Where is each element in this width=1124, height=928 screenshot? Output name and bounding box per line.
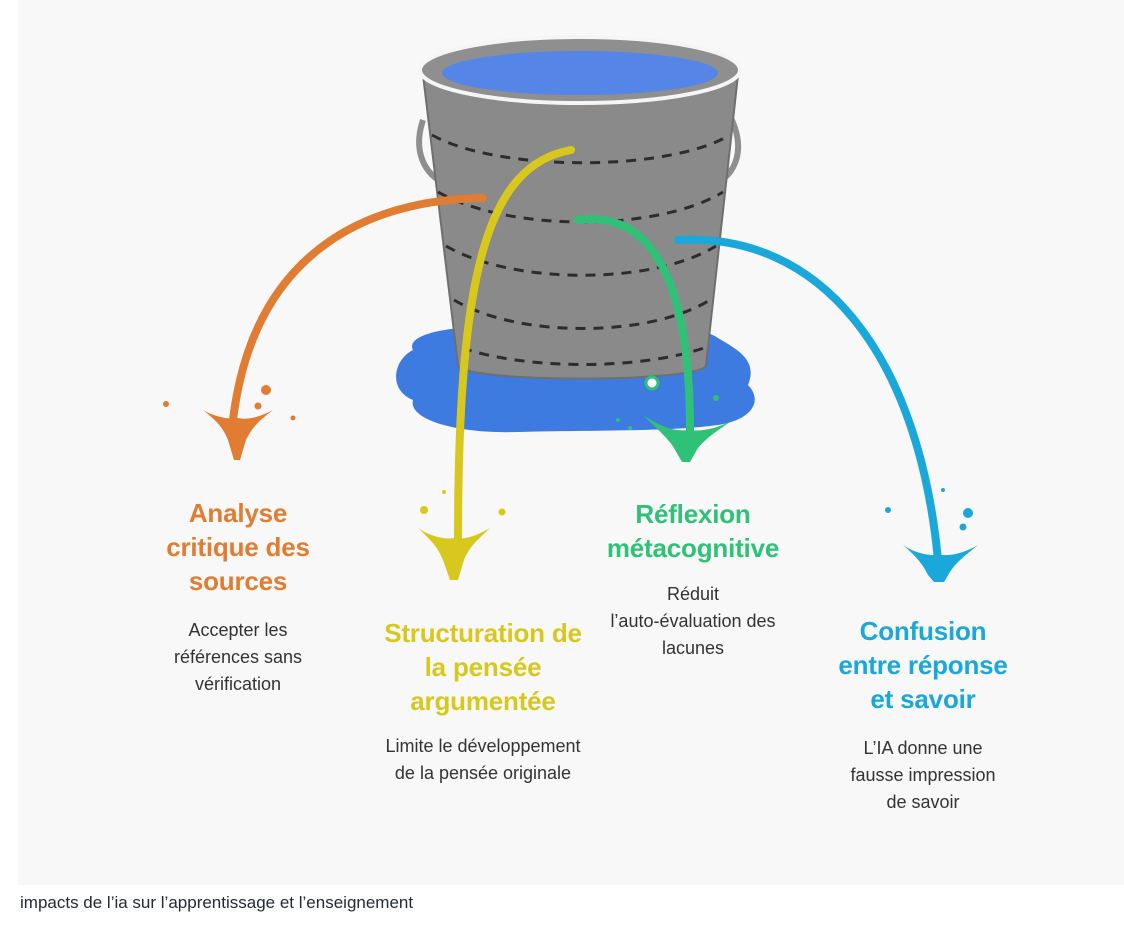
title-line: Confusion (859, 616, 987, 646)
title-line: Structuration de (384, 618, 582, 648)
description-line: l’auto-évaluation des (610, 611, 776, 631)
title-line: Réflexion (635, 499, 751, 529)
item-title: Confusion entre réponse et savoir (818, 614, 1028, 716)
title-line: Analyse (188, 498, 288, 528)
description-line: de la pensée originale (394, 763, 572, 783)
green-splash-icon (616, 375, 733, 462)
item-title: Réflexion métacognitive (583, 497, 803, 565)
description-line: Réduit (666, 584, 720, 604)
blue-splash-icon (885, 488, 978, 582)
green-stream (574, 215, 694, 434)
bucket-water (442, 51, 718, 95)
description-line: fausse impression (850, 765, 996, 785)
title-line: argumentée (410, 686, 556, 716)
orange-stream (229, 194, 487, 424)
diagram-canvas: Analyse critique des sources Accepter le… (18, 0, 1124, 885)
description-line: lacunes (661, 638, 725, 658)
blue-stream (674, 235, 942, 564)
item-description: Limite le développement de la pensée ori… (348, 733, 618, 787)
description-line: vérification (194, 674, 282, 694)
item-description: Accepter les références sans vérificatio… (128, 617, 348, 698)
yellow-splash-icon (418, 490, 506, 580)
item-description: Réduit l’auto-évaluation des lacunes (583, 581, 803, 662)
yellow-stream (454, 146, 575, 544)
description-line: Accepter les (188, 620, 288, 640)
title-line: sources (188, 566, 288, 596)
description-line: Limite le développement (385, 736, 581, 756)
leaking-bucket-illustration (163, 35, 978, 582)
description-line: références sans (173, 647, 303, 667)
title-line: la pensée (424, 652, 542, 682)
item-description: L’IA donne une fausse impression de savo… (818, 735, 1028, 816)
item-title: Analyse critique des sources (140, 496, 336, 598)
description-line: de savoir (886, 792, 960, 812)
orange-splash-icon (163, 385, 296, 460)
title-line: et savoir (870, 684, 976, 714)
description-line: L’IA donne une (863, 738, 983, 758)
title-line: entre réponse (838, 650, 1008, 680)
title-line: métacognitive (606, 533, 780, 563)
item-title: Structuration de la pensée argumentée (358, 616, 608, 718)
title-line: critique des (166, 532, 310, 562)
figure-caption: impacts de l’ia sur l’apprentissage et l… (20, 893, 414, 912)
